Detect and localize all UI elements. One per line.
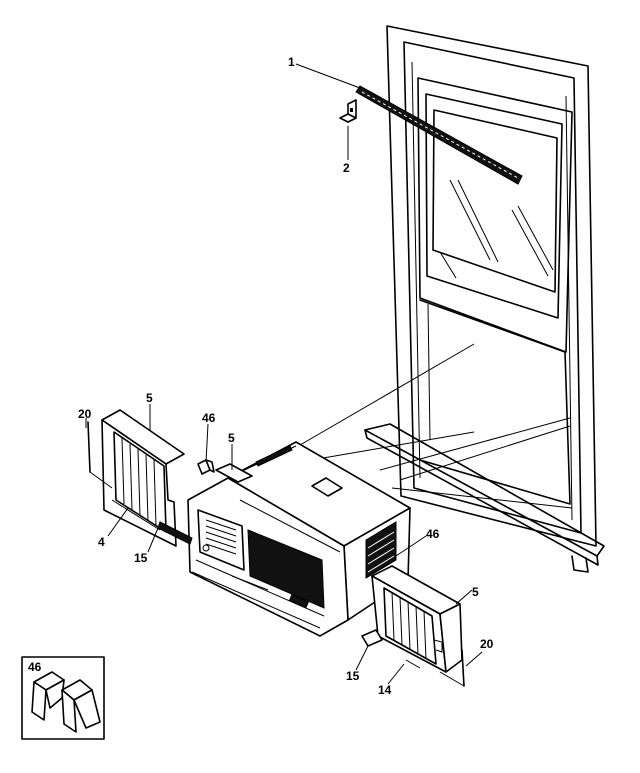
- left-accordion-folds: [121, 437, 157, 527]
- inset-detail: 46: [21, 656, 105, 740]
- left-side-curtain: [87, 409, 193, 547]
- right-side-curtain: [361, 565, 465, 687]
- right-accordion-folds: [391, 591, 427, 660]
- callout-5-left-top: 5: [146, 391, 153, 405]
- callout-46-side: 46: [426, 527, 440, 541]
- foam-seal-strip: [215, 463, 253, 483]
- window-frame: [287, 25, 605, 573]
- callout-labels: 1 2 5 20 46 5 4 15 46 5 20 15 14: [78, 55, 494, 697]
- callout-5-right: 5: [472, 585, 479, 599]
- air-conditioner-unit: [187, 441, 411, 637]
- callout-1: 1: [288, 55, 295, 69]
- callout-14: 14: [378, 683, 392, 697]
- control-louvers: [202, 519, 237, 555]
- rail-bracket: [339, 99, 357, 123]
- callout-15-right: 15: [346, 669, 360, 683]
- callout-15-left: 15: [134, 551, 148, 565]
- callout-5-seal: 5: [228, 431, 235, 445]
- side-vent-grille: [365, 521, 397, 579]
- callout-2: 2: [343, 161, 350, 175]
- callout-46-clip: 46: [202, 411, 216, 425]
- callout-46-inset: 46: [28, 660, 42, 674]
- callout-4: 4: [98, 535, 105, 549]
- leader-lines: [85, 63, 483, 685]
- front-grille: [247, 529, 325, 609]
- mounting-clip: [197, 459, 215, 475]
- callout-20-left: 20: [78, 407, 92, 421]
- top-mounting-rail: [355, 85, 523, 185]
- callout-20-right: 20: [480, 637, 494, 651]
